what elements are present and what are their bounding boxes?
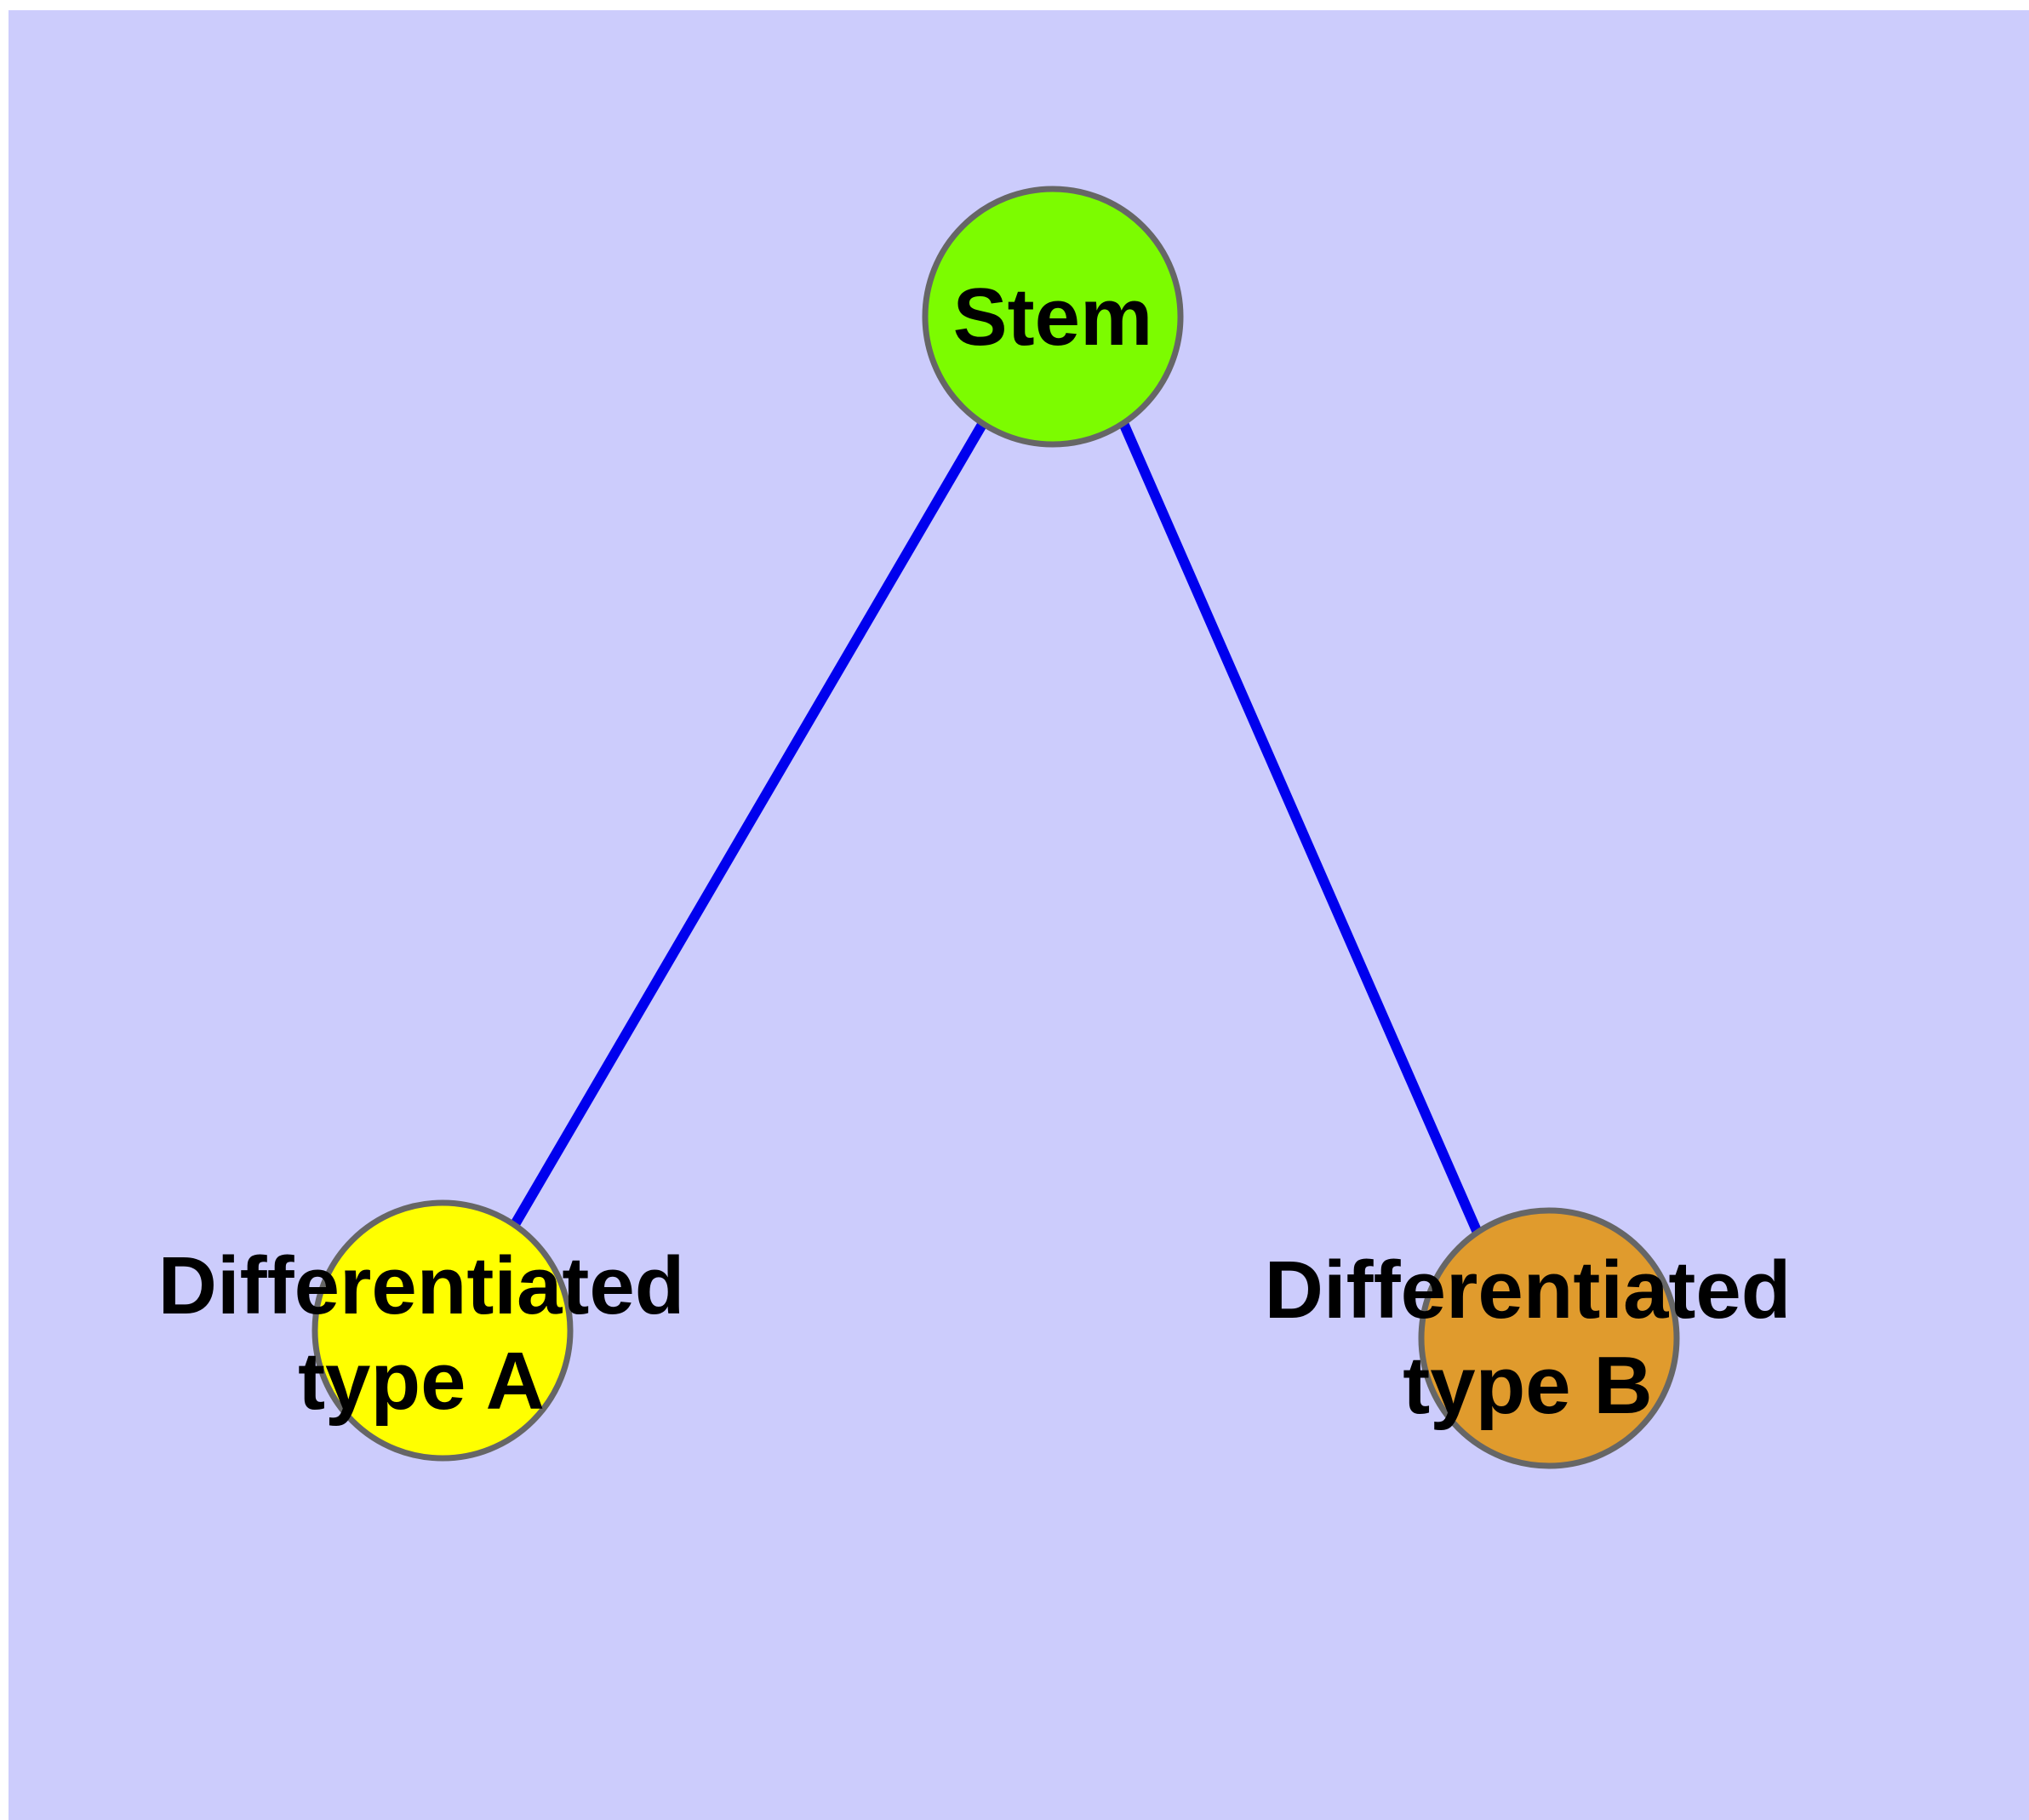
diff-a-node-circle[interactable] xyxy=(311,1199,574,1462)
diff-a-node-label-line1: Differentiated xyxy=(158,1240,685,1331)
edge-stem-to-diff-b[interactable] xyxy=(1118,421,1483,1235)
diff-b-node-circle[interactable] xyxy=(1418,1207,1680,1469)
edge-layer xyxy=(509,420,1483,1235)
diff-b-node-label-line1: Differentiated xyxy=(1265,1245,1792,1336)
node-stem[interactable]: Stem xyxy=(922,186,1184,448)
diff-b-node-label-line2: type B xyxy=(1403,1340,1652,1431)
stem-node-label: Stem xyxy=(953,272,1153,363)
node-diff-b[interactable]: Differentiated type B xyxy=(1265,1207,1792,1469)
stem-node-circle[interactable] xyxy=(922,186,1184,448)
node-diff-a[interactable]: Differentiated type A xyxy=(158,1199,685,1462)
edge-stem-to-diff-a[interactable] xyxy=(509,420,988,1229)
diff-a-node-label-line2: type A xyxy=(298,1336,545,1427)
